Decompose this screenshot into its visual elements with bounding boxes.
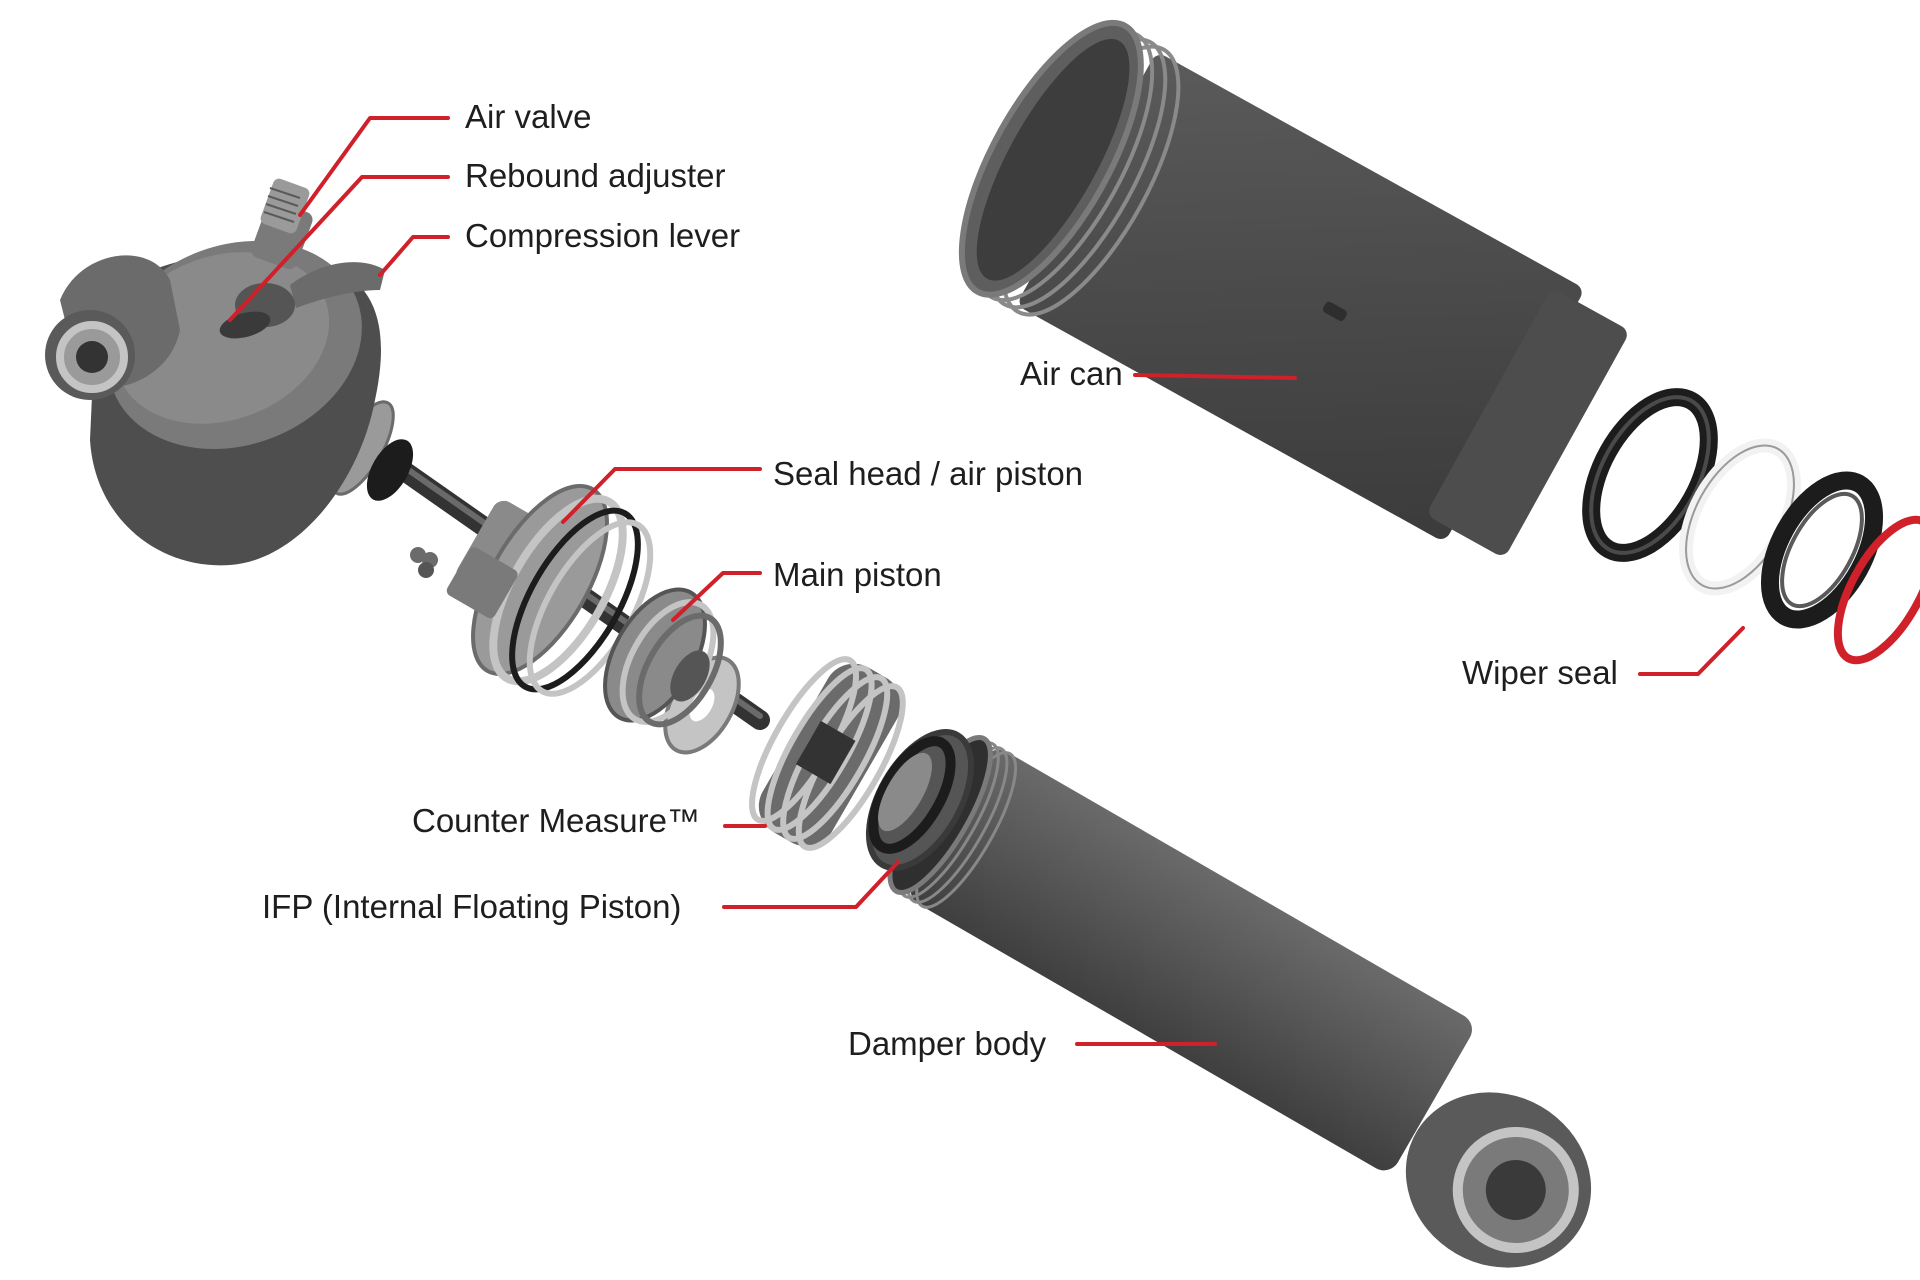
label-damper-body: Damper body [848,1025,1047,1062]
air-can-body [1019,54,1582,539]
compression-lever-shape [290,262,385,308]
label-compression-lever: Compression lever [465,217,741,254]
seal-head-part [446,483,654,697]
seal-stack [1582,388,1920,665]
air-valve-knurl [260,178,310,234]
label-air-valve: Air valve [465,98,592,135]
head-assembly [45,178,385,566]
label-main-piston: Main piston [773,556,942,593]
air-can-port [1322,301,1347,322]
air-can-part [958,19,1627,555]
label-rebound-adjuster: Rebound adjuster [465,157,726,194]
leader-main-piston [671,571,762,622]
label-air-can: Air can [1020,355,1123,392]
label-ifp: IFP (Internal Floating Piston) [262,888,682,925]
label-counter-measure: Counter Measure™ [412,802,700,839]
leader-lines [228,116,1745,1046]
wiper-seal-lip [1780,491,1864,609]
leader-ifp [722,860,900,909]
main-piston-part [603,587,724,728]
seal-black-1-edge [1589,395,1711,555]
eyelet-hole [1485,1160,1546,1220]
label-seal-head: Seal head / air piston [773,455,1084,492]
counter-measure-part [749,656,906,851]
air-valve-knurl-lines [263,187,301,223]
air-can-inner [976,38,1130,281]
leader-air-can [1133,373,1297,380]
leader-rebound-adjuster [228,175,450,322]
leader-seal-head [561,467,762,524]
leader-compression-lever [378,235,450,277]
label-wiper-seal: Wiper seal [1462,654,1618,691]
o-ring-red [1833,515,1920,665]
damper-tube [910,749,1472,1171]
ifp-part [865,729,975,871]
damper-body-part [887,735,1592,1268]
leader-air-valve [298,116,450,217]
air-can-step [1429,291,1627,555]
leader-wiper-seal [1638,626,1745,676]
